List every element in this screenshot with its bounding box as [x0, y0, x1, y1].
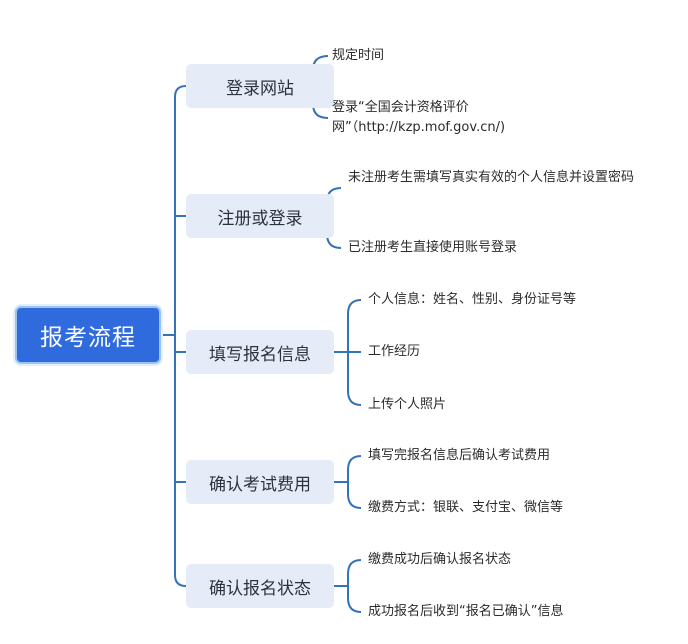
leaf-item: 规定时间 [332, 48, 385, 63]
leaf-item: 上传个人照片 [368, 397, 447, 412]
leaf-item: 个人信息：姓名、性别、身份证号等 [368, 292, 577, 307]
branch-label: 确认考试费用 [209, 474, 311, 495]
branch-node-register-or-login: 注册或登录 [186, 194, 334, 238]
branch-node-fill-info: 填写报名信息 [186, 330, 334, 374]
branch-4-bracket [347, 455, 362, 509]
branch-label: 登录网站 [226, 78, 294, 99]
branch-node-confirm-status: 确认报名状态 [186, 564, 334, 608]
branch-node-confirm-fee: 确认考试费用 [186, 460, 334, 504]
leaf-item: 缴费成功后确认报名状态 [368, 552, 512, 567]
branch-label: 填写报名信息 [209, 344, 311, 365]
branch-5-bracket [347, 559, 362, 613]
leaf-item: 登录“全国会计资格评价网”（http://kzp.mof.gov.cn/) [332, 100, 506, 135]
root-label: 报考流程 [40, 325, 136, 351]
leaf-item: 成功报名后收到“报名已确认”信息 [368, 604, 564, 619]
leaf-item: 缴费方式：银联、支付宝、微信等 [368, 500, 564, 515]
leaf-item: 未注册考生需填写真实有效的个人信息并设置密码 [348, 170, 635, 185]
branch-label: 注册或登录 [217, 208, 303, 229]
branch-trunk [174, 85, 187, 587]
leaf-item: 填写完报名信息后确认考试费用 [368, 448, 551, 463]
branch-label: 确认报名状态 [209, 578, 311, 599]
leaf-item: 工作经历 [368, 344, 421, 359]
root-node: 报考流程 [15, 306, 161, 364]
leaf-item: 已注册考生直接使用账号登录 [348, 240, 518, 255]
branch-node-login-website: 登录网站 [186, 64, 334, 108]
